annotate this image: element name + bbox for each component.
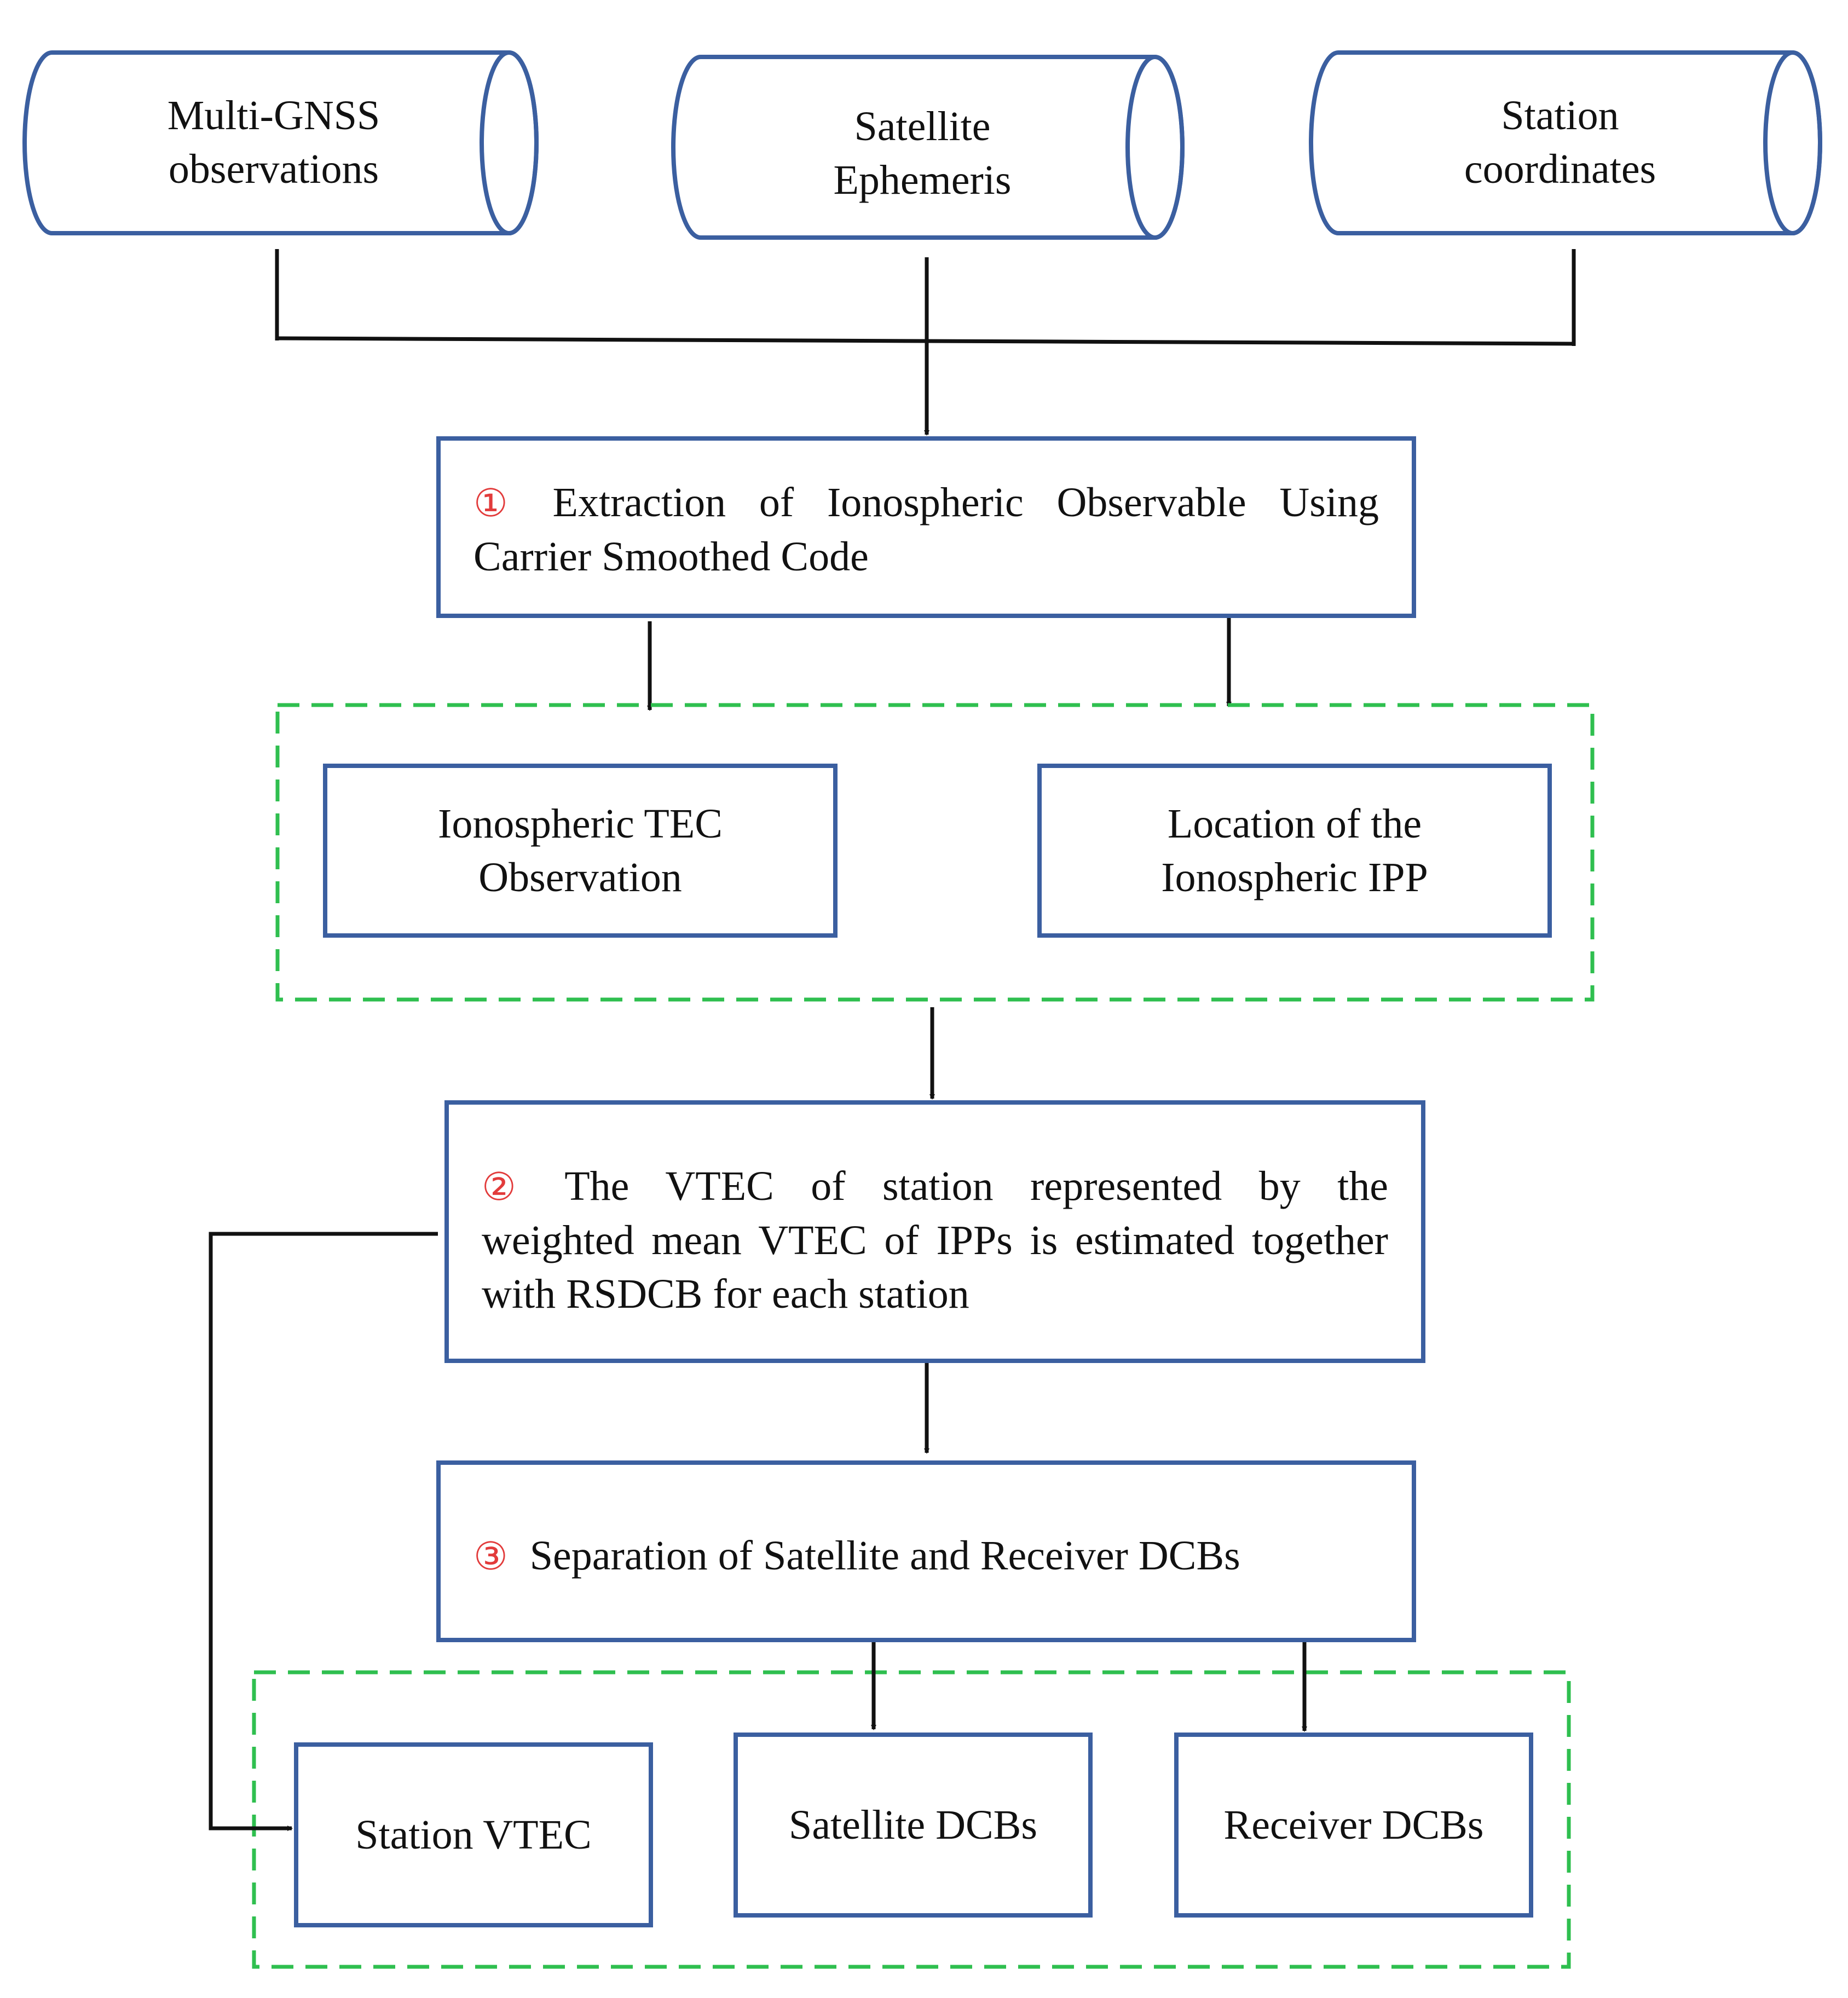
step2-number: ②	[482, 1164, 543, 1209]
input-cylinder-ephemeris	[671, 55, 1185, 240]
input-merge-connector	[275, 249, 1576, 346]
input-label-coordinates: Station coordinates	[1464, 93, 1656, 192]
tec-observation-box: Ionospheric TEC Observation	[323, 764, 838, 938]
station-vtec-box: Station VTEC	[294, 1742, 653, 1927]
input-cylinder-coordinates	[1309, 50, 1822, 235]
step3-number: ③	[473, 1534, 508, 1579]
step1-box: ① Extraction of Ionospheric Observable Us…	[436, 436, 1416, 618]
step2-text-c: with RSDCB for each station	[482, 1271, 969, 1317]
satellite-dcbs-box: Satellite DCBs	[734, 1733, 1093, 1918]
input-label-ephemeris: Satellite Ephemeris	[833, 103, 1012, 203]
arrow-step2-to-station-vtec	[209, 1232, 438, 1831]
step2-text-b: weighted mean VTEC of IPPs is estimated …	[482, 1217, 1388, 1263]
step2-text-a: The VTEC of station represented by the	[564, 1163, 1388, 1209]
input-cylinder-gnss	[22, 50, 539, 235]
results-group	[252, 1670, 1571, 1969]
observation-group	[275, 703, 1595, 1002]
step1-text-b: Carrier Smoothed Code	[473, 534, 869, 580]
receiver-dcbs-box: Receiver DCBs	[1174, 1733, 1533, 1918]
input-label-gnss: Multi-GNSS observations	[167, 93, 380, 192]
step1-text-a: Extraction of Ionospheric Observable Usi…	[552, 480, 1379, 526]
step3-text: Separation of Satellite and Receiver DCB…	[529, 1533, 1240, 1579]
ipp-location-box: Location of the Ionospheric IPP	[1037, 764, 1552, 938]
step1-number: ①	[473, 481, 531, 526]
step3-box: ③ Separation of Satellite and Receiver DC…	[436, 1460, 1416, 1642]
